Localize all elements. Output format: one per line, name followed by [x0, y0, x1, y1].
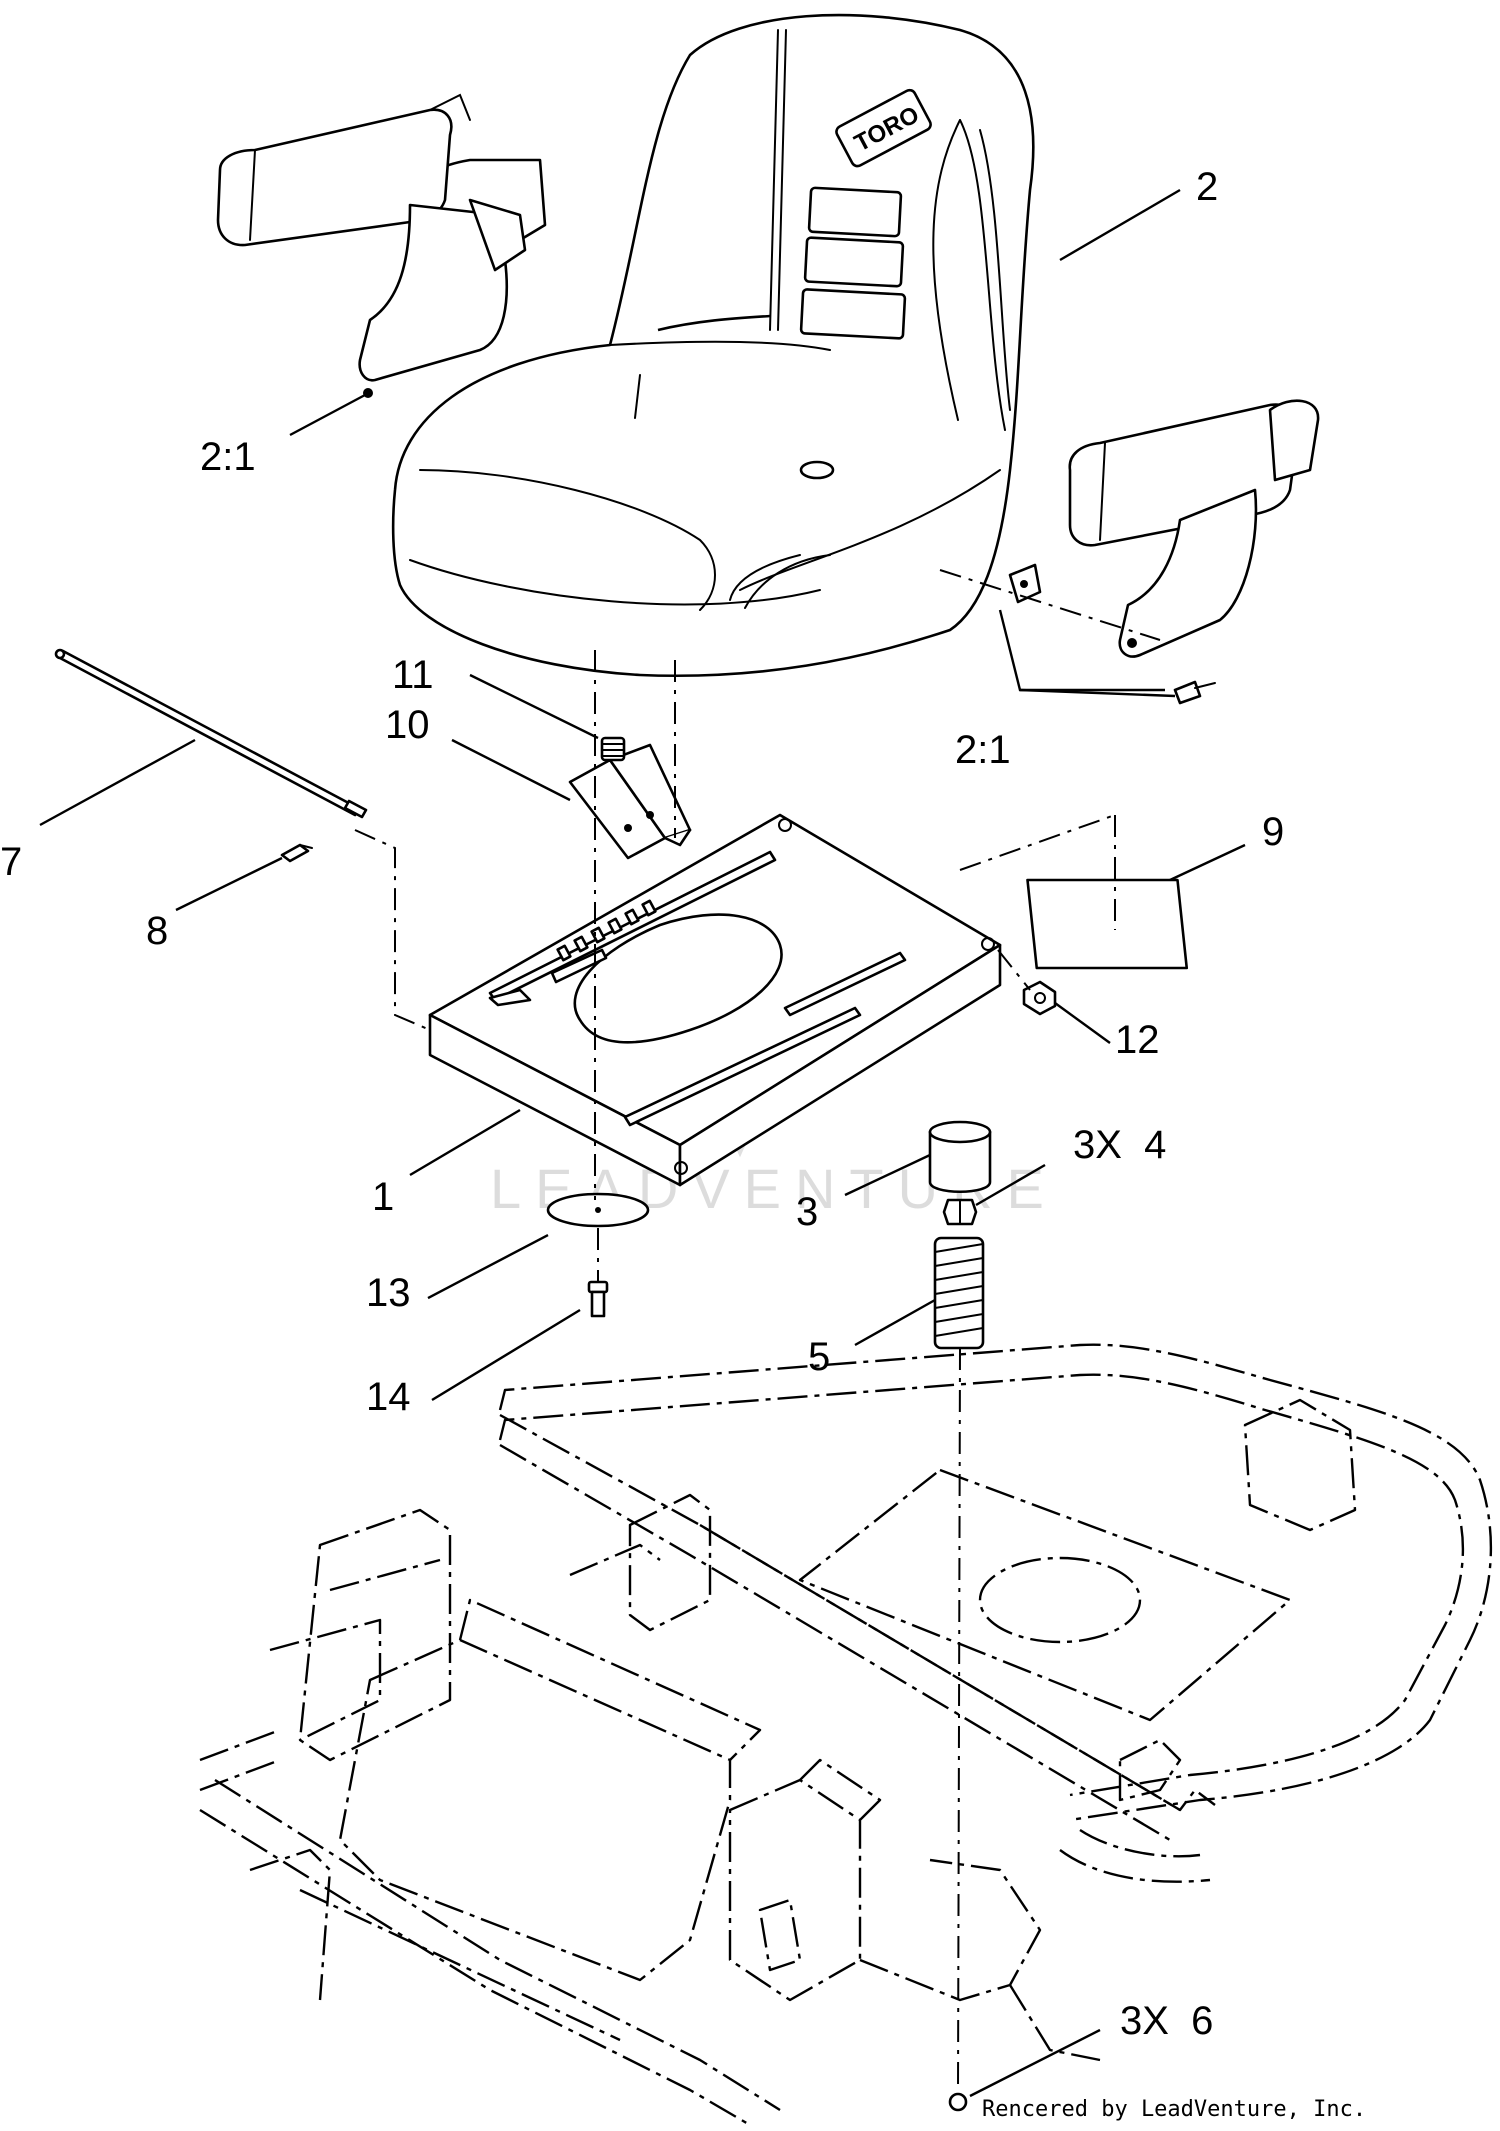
- seat-cushion: [391, 13, 1035, 678]
- leader-lines: [39, 188, 1246, 2098]
- callout-2-1-right: 2:1: [955, 728, 1011, 772]
- callout-14: 14: [366, 1375, 411, 1419]
- render-credit: Rencered by LeadVenture, Inc.: [982, 2097, 1366, 2122]
- assembly-lines: [354, 650, 1116, 2093]
- callout-10: 10: [385, 703, 430, 747]
- seat-vent-3: [799, 288, 907, 340]
- switch-bracket: [568, 743, 692, 860]
- bumper-3: [928, 1120, 992, 1194]
- right-armrest: [939, 399, 1320, 705]
- seat-plate: [428, 813, 1002, 1187]
- mower-frame: [199, 1343, 1493, 2127]
- callout-2-1-left: 2:1: [200, 435, 256, 479]
- seat-hole: [799, 460, 835, 480]
- seat-vent-2: [803, 236, 905, 288]
- hairpin: [280, 843, 313, 863]
- bolt-6: [948, 2092, 968, 2112]
- callout-3: 3: [796, 1190, 818, 1234]
- bolt-14: [587, 1280, 609, 1318]
- callout-5: 5: [808, 1335, 830, 1379]
- callout-1: 1: [372, 1175, 394, 1219]
- left-armrest: [216, 93, 547, 398]
- callout-13: 13: [366, 1271, 411, 1315]
- nut-4: [942, 1198, 978, 1226]
- spring-small: [600, 736, 626, 762]
- callout-12: 12: [1115, 1018, 1160, 1062]
- callout-3x-6: 3X 6: [1120, 1999, 1213, 2043]
- callout-9: 9: [1262, 810, 1284, 854]
- callout-2: 2: [1196, 165, 1218, 209]
- decal: [1026, 878, 1189, 970]
- plate-slots: [556, 899, 657, 962]
- callout-11: 11: [392, 653, 434, 697]
- callout-3x-4: 3X 4: [1073, 1123, 1166, 1167]
- seat: TORO: [391, 13, 1035, 678]
- callout-8: 8: [146, 909, 168, 953]
- nut-12: [1022, 980, 1057, 1016]
- spring-5: [933, 1236, 985, 1350]
- callout-7: 7: [0, 840, 22, 884]
- seat-vent-1: [807, 186, 903, 238]
- rod: [54, 648, 368, 819]
